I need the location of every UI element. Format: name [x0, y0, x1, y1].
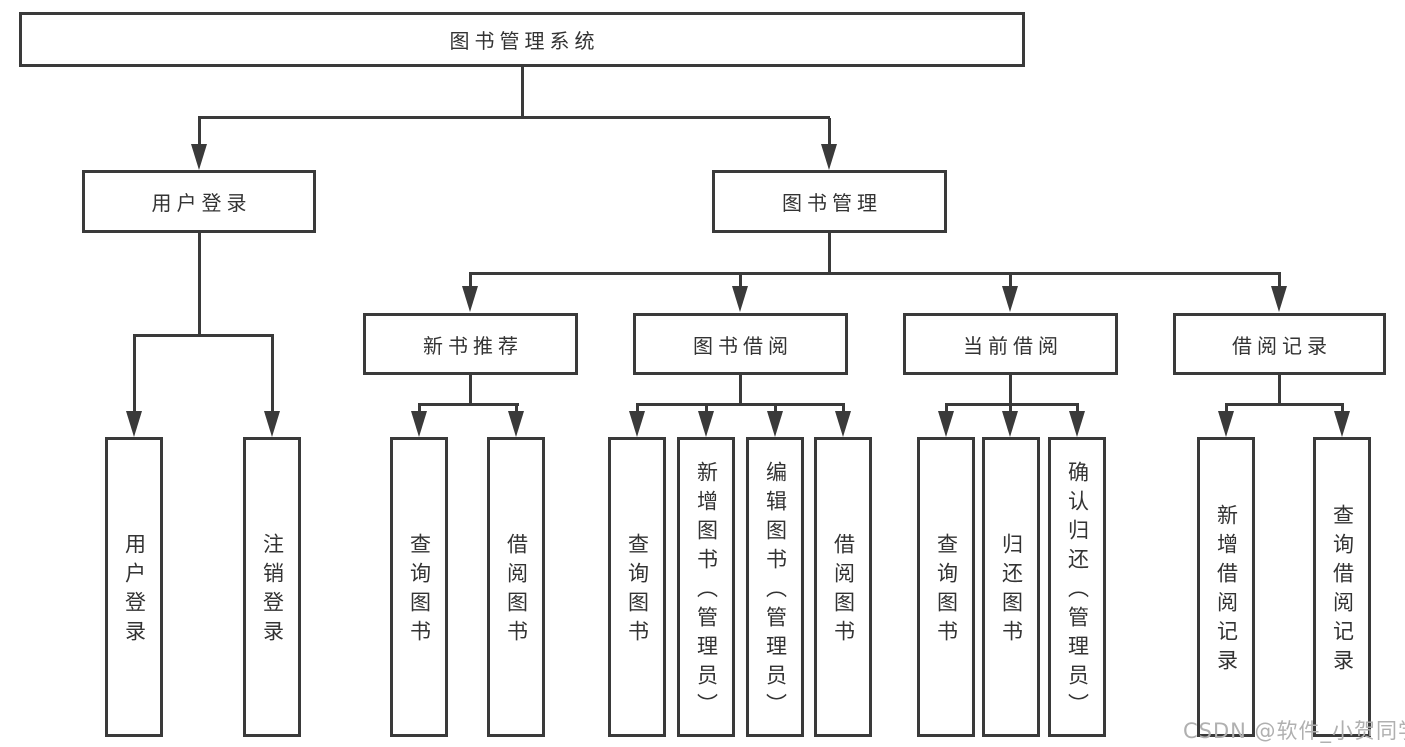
arrowhead-down — [1271, 286, 1287, 312]
connector-line — [270, 336, 274, 413]
arrowhead-down — [462, 286, 478, 312]
connector-line — [1340, 405, 1344, 413]
arrowhead-down — [191, 144, 207, 170]
node-label: 查询图书 — [407, 533, 432, 649]
node-label: 查询图书 — [934, 533, 959, 649]
node-label: 注销登录 — [260, 533, 285, 649]
node-label: 归还图书 — [999, 533, 1024, 649]
connector-line — [1008, 405, 1012, 413]
connector-line — [468, 375, 472, 406]
node-label: 编辑图书（管理员） — [763, 460, 788, 722]
node-label: 借阅图书 — [831, 533, 856, 649]
connector-line — [635, 405, 639, 413]
arrowhead-down — [835, 411, 851, 437]
arrowhead-down — [126, 411, 142, 437]
arrowhead-down — [938, 411, 954, 437]
watermark: CSDN @软件_小贺同学 — [1183, 719, 1405, 743]
connector-line — [773, 405, 777, 413]
node-label: 查询借阅记录 — [1330, 504, 1355, 678]
connector-line — [468, 274, 472, 288]
leaf-borrow-books-recommend: 借阅图书 — [487, 437, 545, 737]
connector-line — [635, 403, 845, 406]
leaf-return-books: 归还图书 — [982, 437, 1040, 737]
node-label: 用户登录 — [151, 191, 252, 215]
connector-line — [1008, 274, 1012, 288]
node-label: 查询图书 — [625, 533, 650, 649]
arrowhead-down — [698, 411, 714, 437]
node-new-book-recommendation: 新书推荐 — [363, 313, 578, 375]
arrowhead-down — [1002, 411, 1018, 437]
leaf-query-borrow-record: 查询借阅记录 — [1313, 437, 1371, 737]
connector-line — [944, 405, 948, 413]
leaf-query-books-recommend: 查询图书 — [390, 437, 448, 737]
arrowhead-down — [1069, 411, 1085, 437]
arrowhead-down — [264, 411, 280, 437]
arrowhead-down — [767, 411, 783, 437]
node-user-login: 用户登录 — [82, 170, 316, 233]
connector-line — [1224, 405, 1228, 413]
connector-line — [841, 405, 845, 413]
connector-line — [827, 233, 831, 275]
arrowhead-down — [1218, 411, 1234, 437]
leaf-add-borrow-record: 新增借阅记录 — [1197, 437, 1255, 737]
connector-line — [520, 67, 524, 118]
connector-line — [827, 118, 831, 146]
connector-line — [132, 336, 136, 413]
leaf-add-books-admin: 新增图书（管理员） — [677, 437, 735, 737]
leaf-borrow-books-borrowing: 借阅图书 — [814, 437, 872, 737]
node-label: 图书管理系统 — [449, 29, 600, 53]
node-book-borrowing: 图书借阅 — [633, 313, 848, 375]
connector-line — [738, 375, 742, 406]
arrowhead-down — [732, 286, 748, 312]
node-label: 新书推荐 — [423, 333, 523, 358]
connector-line — [1277, 375, 1281, 406]
connector-line — [944, 403, 1079, 406]
connector-line — [197, 233, 201, 337]
node-label: 新增图书（管理员） — [694, 460, 719, 722]
connector-line — [738, 274, 742, 288]
node-book-management: 图书管理 — [712, 170, 947, 233]
arrowhead-down — [1334, 411, 1350, 437]
connector-line — [197, 118, 201, 146]
node-borrowing-records: 借阅记录 — [1173, 313, 1386, 375]
leaf-confirm-return-admin: 确认归还（管理员） — [1048, 437, 1106, 737]
leaf-edit-books-admin: 编辑图书（管理员） — [746, 437, 804, 737]
node-label: 借阅图书 — [504, 533, 529, 649]
node-current-borrowing: 当前借阅 — [903, 313, 1118, 375]
node-label: 新增借阅记录 — [1214, 504, 1239, 678]
connector-line — [514, 405, 518, 413]
node-label: 用户登录 — [122, 533, 147, 649]
arrowhead-down — [411, 411, 427, 437]
leaf-query-books-borrowing: 查询图书 — [608, 437, 666, 737]
arrowhead-down — [1002, 286, 1018, 312]
arrowhead-down — [821, 144, 837, 170]
node-library-management-system: 图书管理系统 — [19, 12, 1025, 67]
node-label: 借阅记录 — [1232, 333, 1332, 358]
connector-line — [132, 334, 274, 337]
connector-line — [417, 403, 519, 406]
connector-line — [468, 272, 1281, 275]
arrowhead-down — [508, 411, 524, 437]
connector-line — [704, 405, 708, 413]
node-label: 图书管理 — [782, 191, 882, 215]
leaf-query-books-current: 查询图书 — [917, 437, 975, 737]
leaf-logout-login: 注销登录 — [243, 437, 301, 737]
connector-line — [1224, 403, 1344, 406]
connector-line — [198, 116, 830, 119]
connector-line — [1075, 405, 1079, 413]
connector-line — [417, 405, 421, 413]
node-label: 图书借阅 — [693, 333, 793, 358]
arrowhead-down — [629, 411, 645, 437]
connector-line — [1277, 274, 1281, 288]
connector-line — [1008, 375, 1012, 406]
node-label: 当前借阅 — [963, 333, 1063, 358]
leaf-user-login: 用户登录 — [105, 437, 163, 737]
node-label: 确认归还（管理员） — [1065, 460, 1090, 722]
